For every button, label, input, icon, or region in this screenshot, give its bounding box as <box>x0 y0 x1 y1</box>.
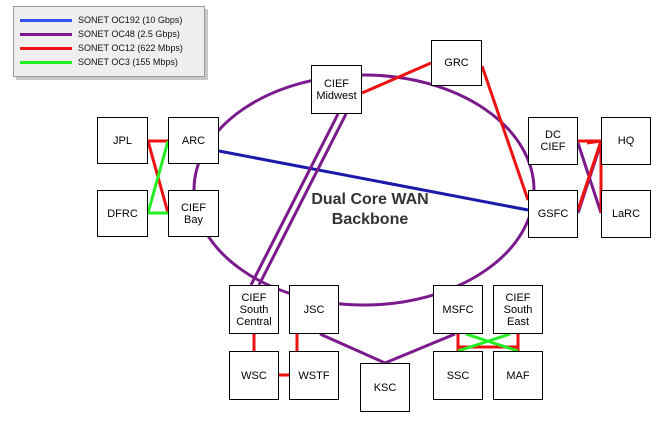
legend-item-oc3: SONET OC3 (155 Mbps) <box>20 56 178 68</box>
legend-label-oc48: SONET OC48 (2.5 Gbps) <box>78 29 180 39</box>
node-jsc: JSC <box>289 285 339 334</box>
link-midwest-southcentral-oc48-a <box>249 113 340 286</box>
link-arc-gsfc-oc192 <box>218 149 529 212</box>
legend: SONET OC192 (10 Gbps) SONET OC48 (2.5 Gb… <box>13 6 205 77</box>
legend-swatch-oc48 <box>20 32 72 36</box>
node-msfc: MSFC <box>433 285 483 334</box>
link-arc-dfrc-oc3 <box>146 140 170 214</box>
node-ksc: KSC <box>360 363 410 412</box>
legend-label-oc192: SONET OC192 (10 Gbps) <box>78 15 183 25</box>
node-wstf: WSTF <box>289 351 339 400</box>
node-ssc: SSC <box>433 351 483 400</box>
node-arc: ARC <box>168 117 219 164</box>
diagram-title: Dual Core WAN Backbone <box>311 191 429 228</box>
link-midwest-southcentral-oc48-b <box>257 113 348 286</box>
node-larc: LaRC <box>601 190 651 238</box>
legend-label-oc12: SONET OC12 (622 Mbps) <box>78 43 183 53</box>
link-hq-gsfc-oc12 <box>576 140 603 211</box>
node-cief-south-central: CIEF South Central <box>229 285 279 334</box>
node-cief-south-east: CIEF South East <box>493 285 543 334</box>
link-jsc-ksc-oc48 <box>319 332 386 365</box>
legend-label-oc3: SONET OC3 (155 Mbps) <box>78 57 178 67</box>
node-cief-bay: CIEF Bay <box>168 190 219 237</box>
link-grc-gsfc-oc12 <box>480 65 530 201</box>
link-southeast-ssc-oc3 <box>457 332 511 353</box>
node-maf: MAF <box>493 351 543 400</box>
link-midwest-grc-oc12 <box>361 61 432 95</box>
node-cief-midwest: CIEF Midwest <box>311 65 362 114</box>
legend-swatch-oc12 <box>20 46 72 50</box>
node-gsfc: GSFC <box>528 190 578 238</box>
legend-item-oc48: SONET OC48 (2.5 Gbps) <box>20 28 180 40</box>
legend-swatch-oc192 <box>20 18 72 22</box>
legend-item-oc12: SONET OC12 (622 Mbps) <box>20 42 183 54</box>
link-dccief-gsfc-oc12 <box>586 139 602 145</box>
node-hq: HQ <box>601 117 651 165</box>
node-dfrc: DFRC <box>97 190 148 237</box>
link-msfc-maf-oc3 <box>465 332 519 353</box>
node-dc-cief: DC CIEF <box>528 117 578 165</box>
node-wsc: WSC <box>229 351 279 400</box>
legend-item-oc192: SONET OC192 (10 Gbps) <box>20 14 182 26</box>
node-grc: GRC <box>431 40 482 86</box>
node-jpl: JPL <box>97 117 148 164</box>
legend-swatch-oc3 <box>20 60 72 64</box>
link-msfc-ksc-oc48 <box>384 332 456 365</box>
